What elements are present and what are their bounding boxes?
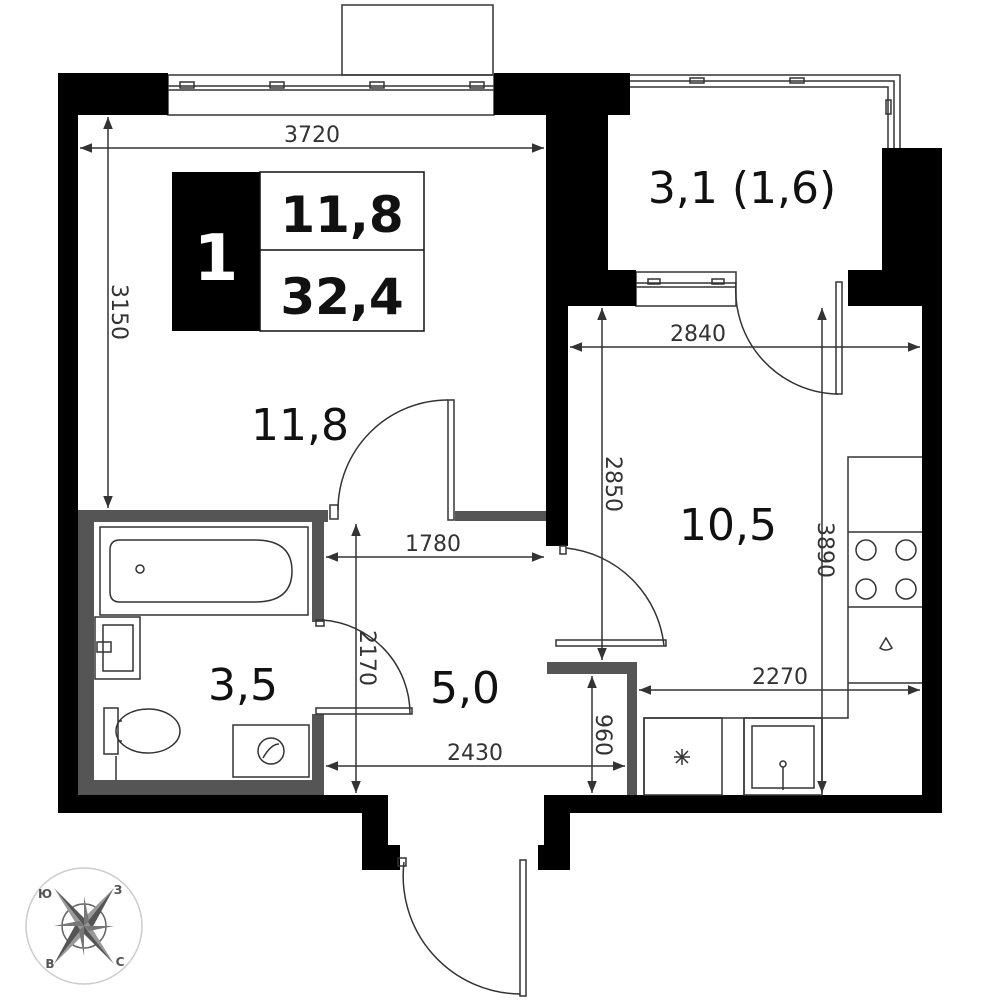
dim-hall-depth: 2170 bbox=[354, 630, 379, 686]
badge-living-area: 11,8 bbox=[280, 186, 403, 244]
dim-kitchen-counter: 2270 bbox=[752, 665, 808, 690]
toilet bbox=[103, 707, 181, 780]
dim-kitchen-width: 2840 bbox=[670, 322, 726, 347]
compass-rose-icon bbox=[25, 867, 143, 985]
area-hallway: 5,0 bbox=[430, 663, 500, 714]
badge-rooms: 1 bbox=[194, 222, 239, 296]
dim-living-depth: 3150 bbox=[106, 284, 131, 340]
exterior-walls bbox=[58, 73, 942, 870]
area-balcony: 3,1 (1,6) bbox=[648, 163, 836, 214]
doors bbox=[315, 281, 843, 997]
area-bathroom: 3,5 bbox=[208, 660, 278, 711]
dim-hall-width-upper: 1780 bbox=[405, 532, 461, 557]
compass-label-east: С bbox=[116, 955, 125, 969]
area-badge bbox=[172, 171, 425, 332]
compass-label-west: Ю bbox=[38, 887, 52, 901]
loggia-glazing bbox=[630, 74, 901, 150]
kitchen-window bbox=[635, 271, 737, 307]
dim-kitchen-depth-upper: 2850 bbox=[600, 456, 625, 512]
fridge bbox=[674, 749, 690, 765]
washing-machine bbox=[232, 724, 310, 778]
bathroom-walls bbox=[78, 510, 637, 795]
area-kitchen: 10,5 bbox=[679, 500, 777, 551]
cooktop bbox=[855, 539, 917, 600]
bathtub bbox=[99, 526, 309, 616]
area-living-room: 11,8 bbox=[251, 400, 349, 451]
sink bbox=[94, 616, 141, 680]
badge-total-area: 32,4 bbox=[280, 268, 403, 326]
compass-label-south: В bbox=[45, 957, 54, 971]
living-room-window bbox=[167, 74, 495, 116]
living-room-balcony bbox=[341, 4, 494, 76]
dim-living-width: 3720 bbox=[284, 123, 340, 148]
dim-kitchen-depth-full: 3890 bbox=[812, 522, 837, 578]
dim-hall-width-lower: 2430 bbox=[447, 741, 503, 766]
compass-label-north: З bbox=[114, 883, 123, 897]
dim-hall-niche: 960 bbox=[590, 714, 615, 756]
dimension-lines bbox=[80, 117, 920, 793]
kitchen-sink bbox=[751, 636, 894, 790]
